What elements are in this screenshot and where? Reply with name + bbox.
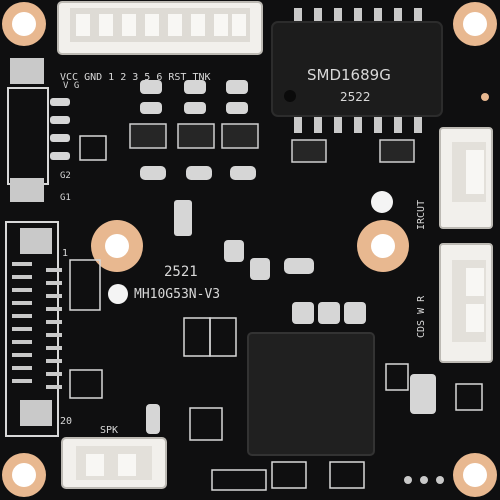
mounting-hole-icon	[453, 2, 497, 46]
speaker-connector-icon	[61, 437, 167, 489]
top-connector-icon	[57, 1, 263, 55]
test-pad	[404, 476, 412, 484]
ircut-connector-icon	[439, 127, 493, 229]
bga-chip-icon	[247, 332, 375, 456]
small-ics	[129, 123, 415, 163]
silk-cds: CDS W R	[416, 295, 427, 338]
silk-g1: G1	[60, 193, 71, 203]
silk-pin-1: 1	[62, 248, 68, 259]
mounting-hole-icon	[357, 220, 409, 272]
silk-g2: G2	[60, 171, 71, 181]
via	[481, 93, 489, 101]
left-connector-icon	[5, 221, 62, 437]
silk-model: MH10G53N-V3	[134, 287, 220, 302]
silk-vg: V G	[63, 81, 79, 91]
via	[108, 284, 128, 304]
mounting-hole-icon	[453, 453, 497, 497]
silk-board-code: 2521	[164, 264, 198, 280]
via	[371, 191, 393, 213]
silk-pin-20: 20	[60, 416, 72, 427]
silk-spk: SPK	[100, 425, 118, 436]
mounting-hole-icon	[2, 2, 46, 46]
silk-ircut: IRCUT	[416, 200, 427, 230]
cds-connector-icon	[439, 243, 493, 363]
mounting-hole-icon	[91, 220, 143, 272]
test-pad	[420, 476, 428, 484]
ethernet-transformer-icon: SMD1689G 2522	[271, 8, 443, 133]
test-pad	[436, 476, 444, 484]
chip-part-number: SMD1689G	[307, 66, 391, 84]
passive-components	[140, 80, 436, 434]
silk-top-pins: VCC GND 1 2 3 5 6 RST TNK	[60, 72, 211, 83]
mounting-hole-icon	[2, 453, 46, 497]
left-upper-connector-icon	[7, 58, 70, 202]
chip-date-code: 2522	[340, 90, 371, 104]
silk-outlines	[69, 135, 483, 491]
